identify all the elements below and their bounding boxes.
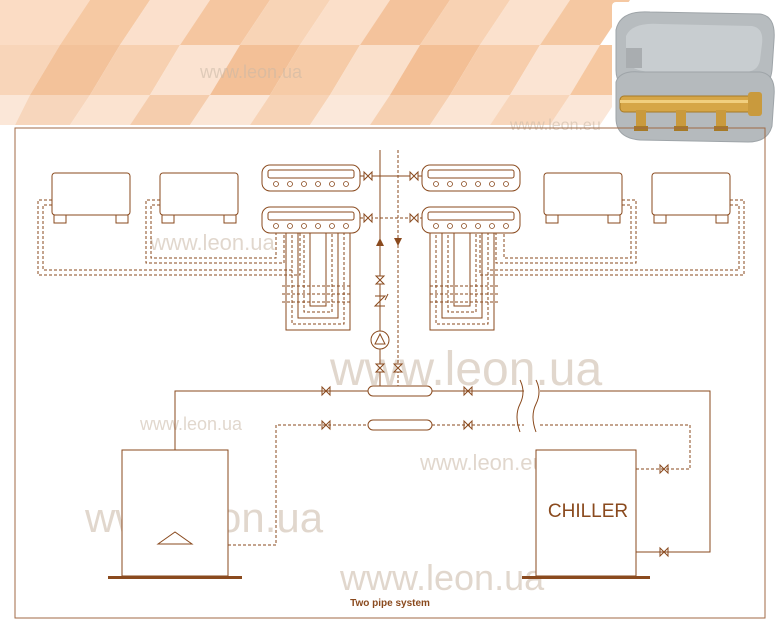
watermark-8: www.leon.ua <box>339 557 545 598</box>
watermark-3: www.leon.ua <box>149 230 276 255</box>
watermark-6: www.leon.eu <box>419 450 545 475</box>
main-pipes <box>174 390 711 553</box>
watermark-5: www.leon.ua <box>139 414 243 434</box>
floor-loops <box>282 230 498 331</box>
manifold-left-lower <box>261 206 361 234</box>
watermark-2: www.leon.eu <box>509 117 601 134</box>
flame-icon <box>156 531 194 545</box>
manifolds <box>261 164 521 234</box>
fan-coil-unit-2 <box>159 172 239 224</box>
hydraulic-separators <box>367 385 433 431</box>
return-pipe-main <box>228 424 368 546</box>
valve-icon <box>363 212 373 224</box>
valve-icon <box>409 170 419 182</box>
fan-coil-units <box>51 172 731 224</box>
manifold-right-lower <box>421 206 521 234</box>
pipe-break-icon <box>516 379 540 433</box>
manifold-left-upper <box>261 164 361 192</box>
valve-icon <box>374 275 386 285</box>
valve-icon <box>363 170 373 182</box>
pump-icon <box>370 330 390 350</box>
valve-icon <box>392 363 404 373</box>
valve-icon <box>409 212 419 224</box>
flow-arrow-up-icon <box>376 238 384 246</box>
manifold-right-upper <box>421 164 521 192</box>
flow-arrows <box>376 238 402 246</box>
flow-arrow-down-icon <box>394 238 402 246</box>
watermark-1: www.leon.ua <box>199 62 303 82</box>
fan-coil-unit-1 <box>51 172 131 224</box>
chiller <box>522 449 650 579</box>
chiller-label: CHILLER <box>548 501 628 522</box>
fan-coil-unit-4 <box>651 172 731 224</box>
fan-coil-piping <box>37 199 745 276</box>
diagram-frame <box>14 127 766 619</box>
valve-icon <box>374 363 386 373</box>
boiler <box>108 449 242 579</box>
manifold-product-photo <box>612 2 778 143</box>
fan-coil-unit-3 <box>543 172 623 224</box>
supply-pipe-main <box>174 390 368 450</box>
check-valve-icon <box>373 293 389 307</box>
diagram-title: Two pipe system <box>350 598 430 609</box>
